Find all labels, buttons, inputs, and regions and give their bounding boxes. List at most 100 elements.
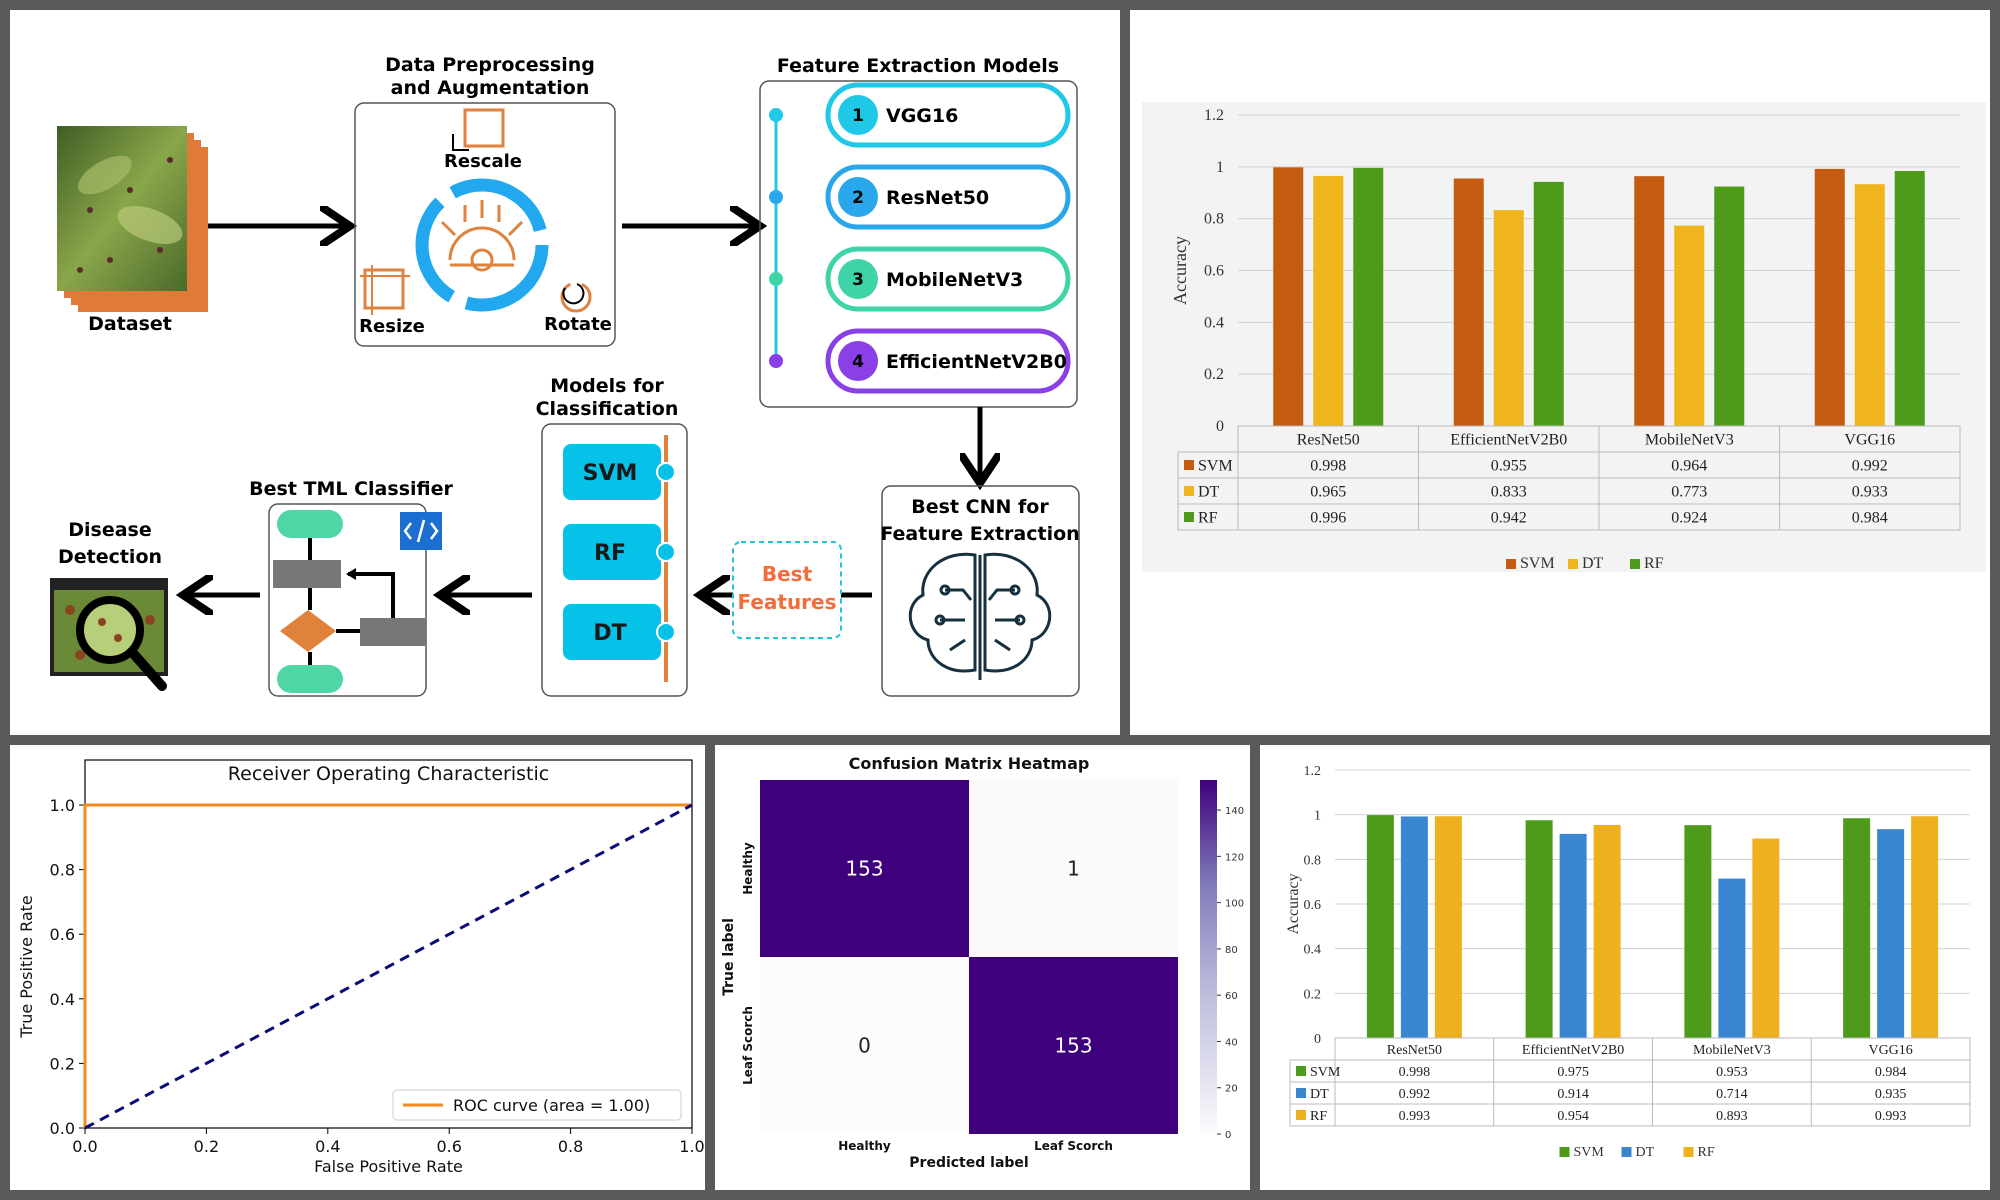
bar-rf-resnet50 [1434, 816, 1462, 1038]
disease-detection-line1: Disease [68, 519, 152, 541]
table-value-svm-efficientnetv2b0: 0.975 [1557, 1065, 1589, 1080]
feature-model-dot-3 [769, 272, 783, 286]
roc-x-tick-label-3: 0.6 [436, 1137, 461, 1156]
cm-colorbar-label-4: 80 [1225, 945, 1238, 956]
classification-title-line1: Models for [550, 375, 664, 397]
roc-y-tick-label-2: 0.4 [50, 990, 75, 1009]
table-key-svm [1184, 460, 1194, 470]
best-features-box [732, 541, 842, 639]
y-tick-label-0: 0 [1216, 418, 1224, 435]
roc-x-tick-label-0: 0.0 [72, 1137, 97, 1156]
bar-dt-mobilenetv3 [1718, 878, 1746, 1038]
pipeline-panel: Dataset Data Preprocessing and Augmentat… [10, 10, 1120, 735]
legend-key-rf [1630, 559, 1640, 569]
table-key-dt [1184, 486, 1194, 496]
bar-svm-mobilenetv3 [1634, 176, 1665, 426]
feature-model-dot-1 [769, 108, 783, 122]
roc-y-tick-label-4: 0.8 [50, 861, 75, 880]
table-value-dt-vgg16: 0.933 [1852, 484, 1888, 501]
table-value-rf-efficientnetv2b0: 0.942 [1491, 510, 1527, 527]
bar-dt-resnet50 [1313, 175, 1344, 426]
table-value-dt-resnet50: 0.992 [1399, 1087, 1431, 1102]
pipeline-diagram: Dataset Data Preprocessing and Augmentat… [50, 54, 1080, 697]
cm-value-0-1: 1 [1067, 857, 1080, 881]
table-value-rf-mobilenetv3: 0.893 [1716, 1109, 1748, 1124]
classifier-label-rf: RF [594, 541, 626, 566]
bar-dt-vgg16 [1854, 184, 1885, 426]
brain-circuit-icon [908, 552, 1052, 680]
feature-model-pill-1 [825, 82, 1071, 148]
bar-rf-resnet50 [1353, 167, 1384, 426]
cm-colorbar-label-7: 140 [1225, 806, 1244, 817]
roc-y-tick-label-3: 0.6 [50, 925, 75, 944]
roc-title: Receiver Operating Characteristic [228, 763, 549, 785]
table-value-rf-mobilenetv3: 0.924 [1671, 510, 1707, 527]
cm-cell-1-0 [760, 957, 969, 1134]
y-tick-label-2: 0.4 [1304, 943, 1322, 958]
feature-model-dot-2 [769, 190, 783, 204]
table-value-rf-resnet50: 0.996 [1310, 510, 1346, 527]
cm-colorbar-label-3: 60 [1225, 991, 1238, 1002]
feature-model-dot-4 [769, 354, 783, 368]
table-series-svm: SVM [1310, 1065, 1341, 1080]
feature-model-label-2: ResNet50 [886, 187, 989, 209]
y-tick-label-5: 1 [1314, 809, 1321, 824]
bar-rf-vgg16 [1894, 170, 1925, 426]
y-tick-label-6: 1.2 [1204, 107, 1224, 124]
legend-label-rf: RF [1698, 1145, 1715, 1160]
feature-models-box [759, 80, 1078, 408]
feature-model-number-1: 1 [852, 106, 864, 126]
bar-svm-resnet50 [1273, 167, 1304, 426]
y-tick-label-6: 1.2 [1304, 764, 1322, 779]
cm-colorbar-label-0: 0 [1225, 1130, 1231, 1141]
table-value-rf-vgg16: 0.984 [1852, 510, 1888, 527]
feature-model-badge-4 [838, 341, 878, 381]
code-icon [400, 512, 442, 550]
classifier-dot-rf [656, 542, 676, 562]
cm-value-1-1: 153 [1054, 1034, 1092, 1058]
y-tick-label-5: 1 [1216, 159, 1224, 176]
best-features-line1: Best [762, 562, 813, 586]
legend-key-dt [1621, 1147, 1632, 1157]
legend-key-svm [1506, 559, 1516, 569]
preprocessing-title-line2: and Augmentation [391, 77, 590, 99]
bar-dt-efficientnetv2b0 [1559, 833, 1587, 1038]
best-features-line2: Features [737, 590, 836, 614]
dataset-image-stack [57, 126, 208, 312]
disease-detection-icon [50, 578, 168, 691]
cm-cell-0-1 [969, 780, 1178, 957]
cm-colorbar-label-2: 40 [1225, 1037, 1238, 1048]
classification-box [541, 423, 688, 697]
table-key-svm [1296, 1066, 1306, 1076]
cm-y-axis-label: True label [721, 918, 737, 996]
bar-dt-efficientnetv2b0 [1493, 210, 1524, 426]
classifier-label-svm: SVM [583, 461, 638, 486]
y-tick-label-1: 0.2 [1304, 987, 1322, 1002]
feature-model-label-4: EfficientNetV2B0 [886, 351, 1067, 373]
resize-icon [360, 265, 410, 315]
roc-plot-frame [84, 759, 693, 1129]
classifier-dot-svm [656, 462, 676, 482]
table-value-rf-resnet50: 0.993 [1399, 1109, 1431, 1124]
resize-label: Resize [359, 316, 425, 337]
cm-y-tick-0: Healthy [741, 842, 755, 895]
roc-x-tick-label-5: 1.0 [679, 1137, 704, 1156]
feature-model-number-2: 2 [852, 188, 864, 208]
best-cnn-line2: Feature Extraction [880, 523, 1079, 545]
y-tick-label-3: 0.6 [1204, 263, 1224, 280]
table-value-rf-efficientnetv2b0: 0.954 [1557, 1109, 1589, 1124]
table-value-svm-efficientnetv2b0: 0.955 [1491, 458, 1527, 475]
table-category-efficientnetv2b0: EfficientNetV2B0 [1450, 432, 1567, 449]
table-category-mobilenetv3: MobileNetV3 [1693, 1043, 1771, 1058]
cm-value-0-0: 153 [845, 857, 883, 881]
table-category-mobilenetv3: MobileNetV3 [1645, 432, 1734, 449]
table-series-rf: RF [1198, 510, 1218, 527]
feature-model-badge-1 [838, 95, 878, 135]
bar-svm-efficientnetv2b0 [1525, 820, 1553, 1038]
table-key-rf [1296, 1110, 1306, 1120]
